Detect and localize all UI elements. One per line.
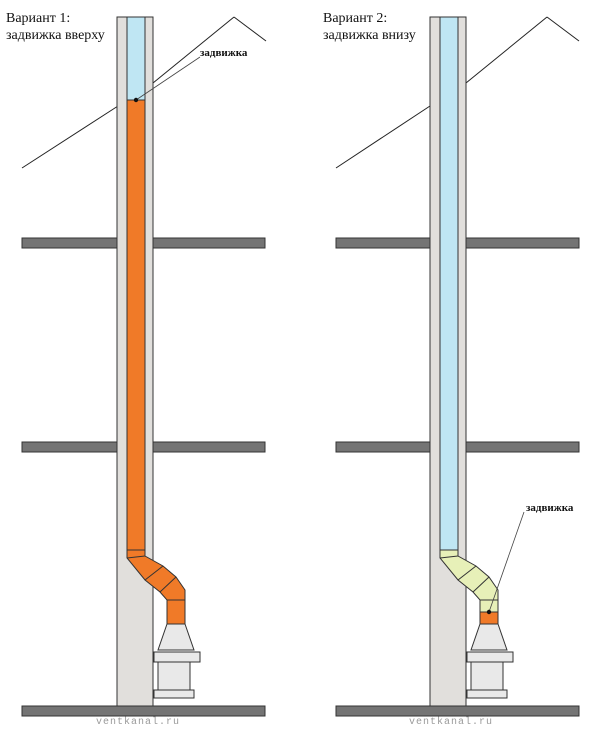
stove-collar [157,623,195,651]
stove-top-plate [466,651,514,663]
variant-2-caption: Вариант 2: задвижка внизу [323,10,416,44]
roof-line-peak [546,16,580,42]
damper-leader-line [135,56,201,101]
elbow-joint-2 [144,565,164,581]
elbow-joint-3 [472,576,490,593]
variant-2-subtitle: задвижка внизу [323,28,416,43]
roof-line-right [465,16,548,84]
damper-label: задвижка [526,502,574,514]
hot-flue-pipe [126,99,146,551]
variant-1-diagram: задвижка [21,16,267,717]
watermark-right: ventkanal.ru [409,717,494,728]
roof-line-peak [233,16,267,42]
roof-line-left [21,105,119,169]
damper-leader-line [488,511,525,613]
variant-2-diagram: задвижка [335,16,580,717]
stove-body [470,661,504,693]
variant-1-title: Вариант 1: [6,11,71,26]
elbow-joint-3 [159,576,177,593]
elbow-joint-2 [457,565,477,581]
variant-1-caption: Вариант 1: задвижка вверху [6,10,105,44]
stove-body [157,661,191,693]
stove-collar [470,623,508,651]
stove-base-plate [466,689,508,699]
elbow-joint-1 [126,555,146,559]
damper-marker [133,97,139,103]
damper-label: задвижка [200,47,248,59]
elbow-connector [126,549,186,601]
variant-1-subtitle: задвижка вверху [6,28,105,43]
connector-pipe [166,599,186,625]
stove-top-plate [153,651,201,663]
elbow-joint-1 [439,555,459,559]
roof-line-right [152,16,235,84]
chimney-liner [126,16,146,101]
roof-line-left [335,105,431,169]
variant-2-title: Вариант 2: [323,11,388,26]
elbow-connector [439,549,499,601]
ground-slab [21,705,266,717]
watermark-left: ventkanal.ru [96,717,181,728]
stove-base-plate [153,689,195,699]
damper-marker [486,609,492,615]
chimney-liner [439,16,459,551]
ground-slab [335,705,580,717]
